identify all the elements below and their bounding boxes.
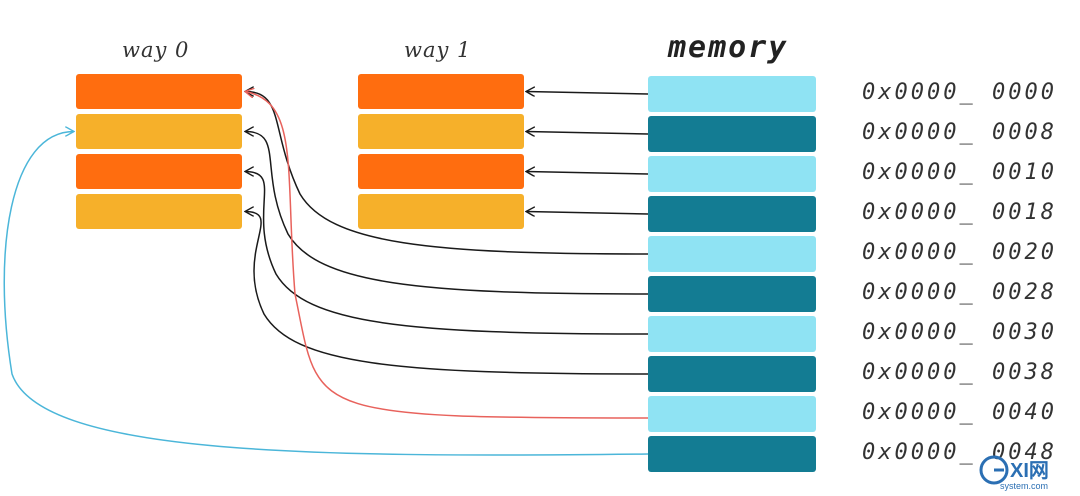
- memory-address-label: 0x0000_ 0008: [862, 120, 1057, 145]
- watermark-logo: XI网 system.com: [979, 455, 1049, 491]
- mapping-arrow: [526, 172, 649, 175]
- mapping-arrow: [245, 92, 649, 255]
- memory-line: [648, 196, 816, 232]
- mapping-arrow: [245, 92, 649, 419]
- mapping-arrow: [245, 212, 649, 375]
- memory-address-label: 0x0000_ 0038: [862, 360, 1057, 385]
- memory-line: [648, 436, 816, 472]
- mapping-arrow: [526, 212, 649, 215]
- memory-line: [648, 156, 816, 192]
- mapping-arrow: [245, 172, 649, 335]
- way1-label: way 1: [404, 38, 472, 62]
- mapping-arrow: [526, 92, 649, 95]
- memory-address-label: 0x0000_ 0030: [862, 320, 1057, 345]
- mapping-arrow: [245, 132, 649, 295]
- memory-address-label: 0x0000_ 0018: [862, 200, 1057, 225]
- memory-address-label: 0x0000_ 0020: [862, 240, 1057, 265]
- memory-address-label: 0x0000_ 0048: [862, 440, 1057, 465]
- memory-label: memory: [668, 30, 789, 65]
- way1-cache-line: [358, 194, 524, 229]
- way0-cache-line: [76, 114, 242, 149]
- svg-text:XI网: XI网: [1010, 460, 1049, 482]
- memory-address-label: 0x0000_ 0000: [862, 80, 1057, 105]
- memory-address-label: 0x0000_ 0040: [862, 400, 1057, 425]
- memory-line: [648, 316, 816, 352]
- way1-cache-line: [358, 114, 524, 149]
- mapping-arrow: [526, 132, 649, 135]
- svg-text:system.com: system.com: [1000, 481, 1048, 491]
- memory-line: [648, 116, 816, 152]
- way0-cache-line: [76, 194, 242, 229]
- memory-address-label: 0x0000_ 0028: [862, 280, 1057, 305]
- way0-label: way 0: [122, 38, 190, 62]
- memory-address-label: 0x0000_ 0010: [862, 160, 1057, 185]
- way0-cache-line: [76, 154, 242, 189]
- way0-cache-line: [76, 74, 242, 109]
- memory-line: [648, 236, 816, 272]
- memory-line: [648, 276, 816, 312]
- mapping-arrow: [3, 132, 649, 456]
- memory-line: [648, 356, 816, 392]
- way1-cache-line: [358, 154, 524, 189]
- memory-line: [648, 396, 816, 432]
- way1-cache-line: [358, 74, 524, 109]
- memory-line: [648, 76, 816, 112]
